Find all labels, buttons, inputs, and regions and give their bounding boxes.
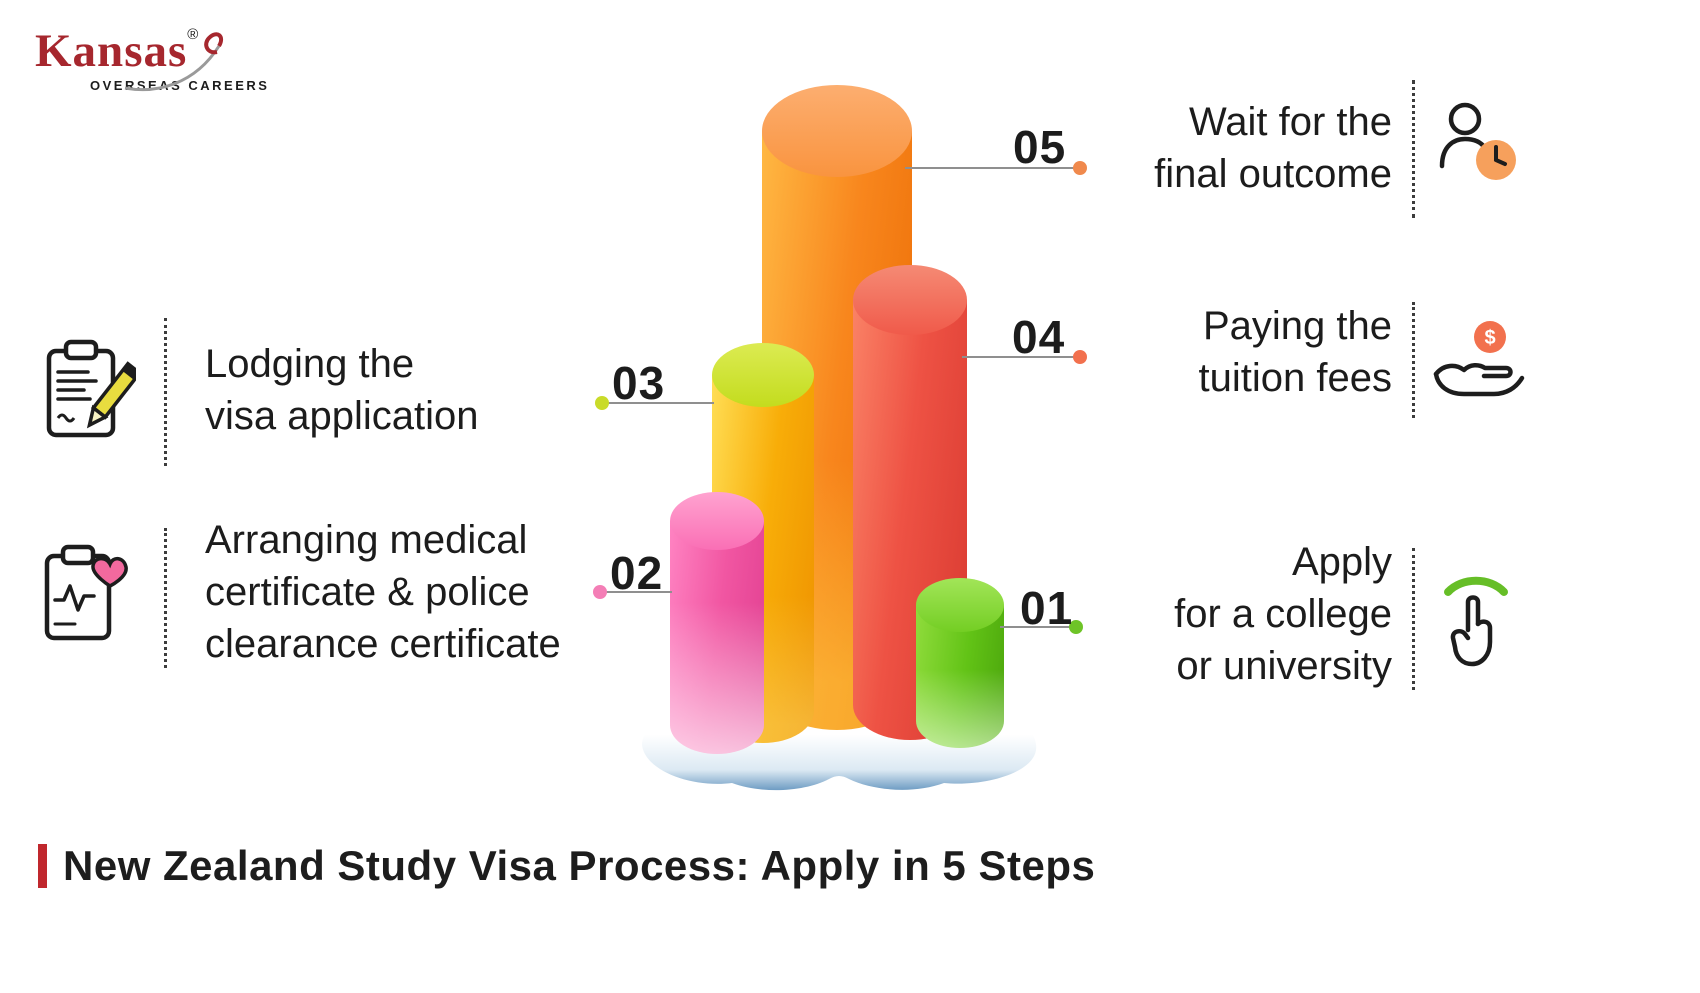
connector-dot: [1069, 620, 1083, 634]
title-accent-bar: [38, 844, 47, 888]
dotted-divider: [164, 318, 167, 466]
step-label: Wait for the final outcome: [1154, 100, 1392, 196]
dotted-divider: [1412, 548, 1415, 690]
dotted-divider: [164, 528, 167, 668]
step-label: Arranging medical certificate & police c…: [205, 518, 561, 666]
clipboard-pencil-icon: [44, 338, 143, 447]
brand-name: Kansas: [35, 25, 188, 77]
connector-line: [905, 161, 1087, 175]
page-title-bar: New Zealand Study Visa Process: Apply in…: [38, 842, 1095, 890]
dotted-divider: [1412, 302, 1415, 418]
cylinder-step-01: [916, 578, 1004, 748]
registered-mark: ®: [187, 26, 199, 43]
dollar-symbol: $: [1484, 327, 1495, 349]
step-number: 03: [612, 357, 666, 409]
dotted-divider: [1412, 80, 1415, 218]
step-label: Paying the tuition fees: [1198, 304, 1392, 400]
step-label: Lodging the visa application: [205, 342, 479, 438]
cylinder-step-02: [670, 492, 764, 754]
brand-name-row: Kansas®: [35, 24, 295, 78]
connector-line: [1000, 620, 1083, 634]
connector-line: [595, 396, 714, 410]
page-title: New Zealand Study Visa Process: Apply in…: [63, 842, 1096, 889]
hand-coin-icon: $: [1432, 318, 1526, 409]
step-number: 02: [610, 547, 664, 599]
step-label: Apply for a college or university: [1174, 540, 1392, 688]
connector-line: [593, 585, 672, 599]
connector-dot: [593, 585, 607, 599]
swoosh-icon: [124, 32, 224, 92]
clipboard-heart-icon: [42, 542, 132, 651]
hand-tap-icon: [1438, 572, 1514, 677]
brand-logo: Kansas® OVERSEAS CAREERS: [35, 24, 295, 93]
step-number: 04: [1012, 311, 1066, 363]
step-number: 01: [1020, 582, 1074, 634]
step-number: 05: [1013, 121, 1067, 173]
connector-line: [962, 350, 1087, 364]
person-clock-icon: [1438, 98, 1526, 199]
connector-dot: [1073, 161, 1087, 175]
connector-dot: [1073, 350, 1087, 364]
connector-dot: [595, 396, 609, 410]
